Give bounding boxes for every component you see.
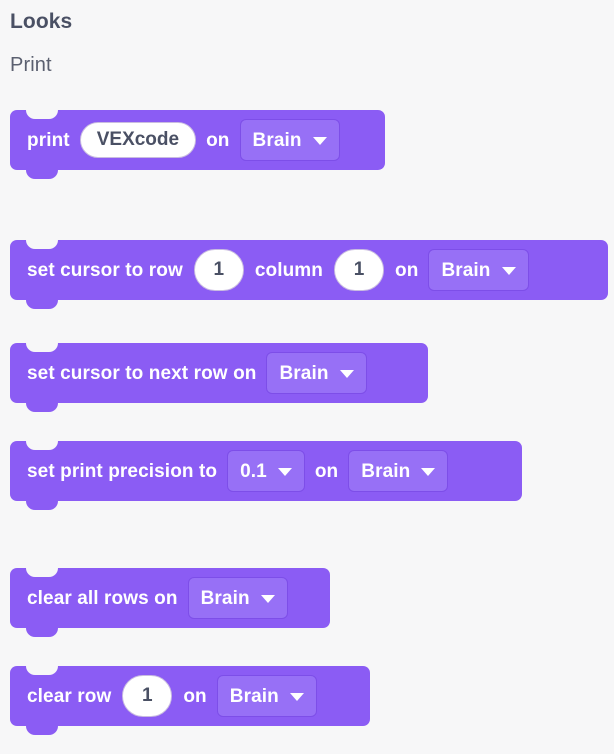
dropdown-label: Brain: [441, 259, 491, 281]
block-label: set print precision to: [27, 460, 218, 482]
dropdown-field[interactable]: Brain: [266, 352, 367, 394]
block-bottom-tab: [19, 170, 65, 179]
block-top-notch: [19, 568, 65, 577]
block-top-notch: [19, 240, 65, 249]
block-content: print VEXcode on Brain: [10, 110, 357, 170]
dropdown-label: 0.1: [240, 460, 267, 482]
chevron-down-icon[interactable]: [289, 692, 304, 701]
block-top-notch: [19, 441, 65, 450]
block-label: on: [314, 460, 339, 482]
block-bottom-tab: [19, 403, 65, 412]
block-label: on: [206, 129, 230, 151]
block-content: set cursor to next row on Brain: [10, 343, 384, 403]
block-label: on: [183, 685, 207, 707]
text-input-field[interactable]: VEXcode: [79, 122, 197, 158]
block-top-notch: [19, 666, 65, 675]
block-content: clear row 1 on Brain: [10, 666, 334, 726]
dropdown-label: Brain: [229, 685, 279, 707]
block-content: set cursor to row 1 column 1 on Brain: [10, 240, 546, 300]
section-title: Print: [10, 54, 52, 76]
block-label: set cursor to row: [27, 259, 183, 281]
print-block[interactable]: print VEXcode on Brain: [10, 110, 385, 179]
chevron-down-icon[interactable]: [339, 369, 354, 378]
chevron-down-icon[interactable]: [501, 266, 516, 275]
block-label: clear all rows on: [27, 587, 178, 609]
set-cursor-row-column-block[interactable]: set cursor to row 1 column 1 on Brain: [10, 240, 608, 309]
block-content: set print precision to 0.1 on Brain: [10, 441, 465, 501]
number-input-field[interactable]: 1: [122, 675, 173, 717]
dropdown-label: Brain: [279, 362, 329, 384]
block-bottom-tab: [19, 501, 65, 510]
block-top-notch: [19, 343, 65, 352]
set-print-precision-block[interactable]: set print precision to 0.1 on Brain: [10, 441, 522, 510]
block-label: column: [254, 259, 324, 281]
dropdown-field[interactable]: Brain: [216, 675, 317, 717]
block-bottom-tab: [19, 300, 65, 309]
dropdown-label: Brain: [252, 129, 302, 151]
number-input-field[interactable]: 1: [334, 249, 385, 291]
dropdown-field[interactable]: Brain: [428, 249, 529, 291]
set-cursor-next-row-block[interactable]: set cursor to next row on Brain: [10, 343, 428, 412]
dropdown-field[interactable]: Brain: [239, 119, 340, 161]
chevron-down-icon[interactable]: [260, 594, 275, 603]
chevron-down-icon[interactable]: [277, 467, 292, 476]
block-label: set cursor to next row on: [27, 362, 257, 384]
category-title: Looks: [10, 10, 73, 33]
block-label: clear row: [27, 685, 112, 707]
dropdown-field[interactable]: 0.1: [227, 450, 305, 492]
number-input-field[interactable]: 1: [193, 249, 244, 291]
chevron-down-icon[interactable]: [312, 136, 327, 145]
block-label: print: [27, 129, 70, 151]
block-bottom-tab: [19, 726, 65, 735]
clear-row-block[interactable]: clear row 1 on Brain: [10, 666, 370, 735]
dropdown-label: Brain: [361, 460, 411, 482]
block-bottom-tab: [19, 628, 65, 637]
dropdown-field[interactable]: Brain: [348, 450, 449, 492]
block-content: clear all rows on Brain: [10, 568, 305, 628]
chevron-down-icon[interactable]: [421, 467, 436, 476]
clear-all-rows-block[interactable]: clear all rows on Brain: [10, 568, 330, 637]
block-label: on: [395, 259, 419, 281]
dropdown-field[interactable]: Brain: [187, 577, 288, 619]
dropdown-label: Brain: [200, 587, 250, 609]
block-top-notch: [19, 110, 65, 119]
